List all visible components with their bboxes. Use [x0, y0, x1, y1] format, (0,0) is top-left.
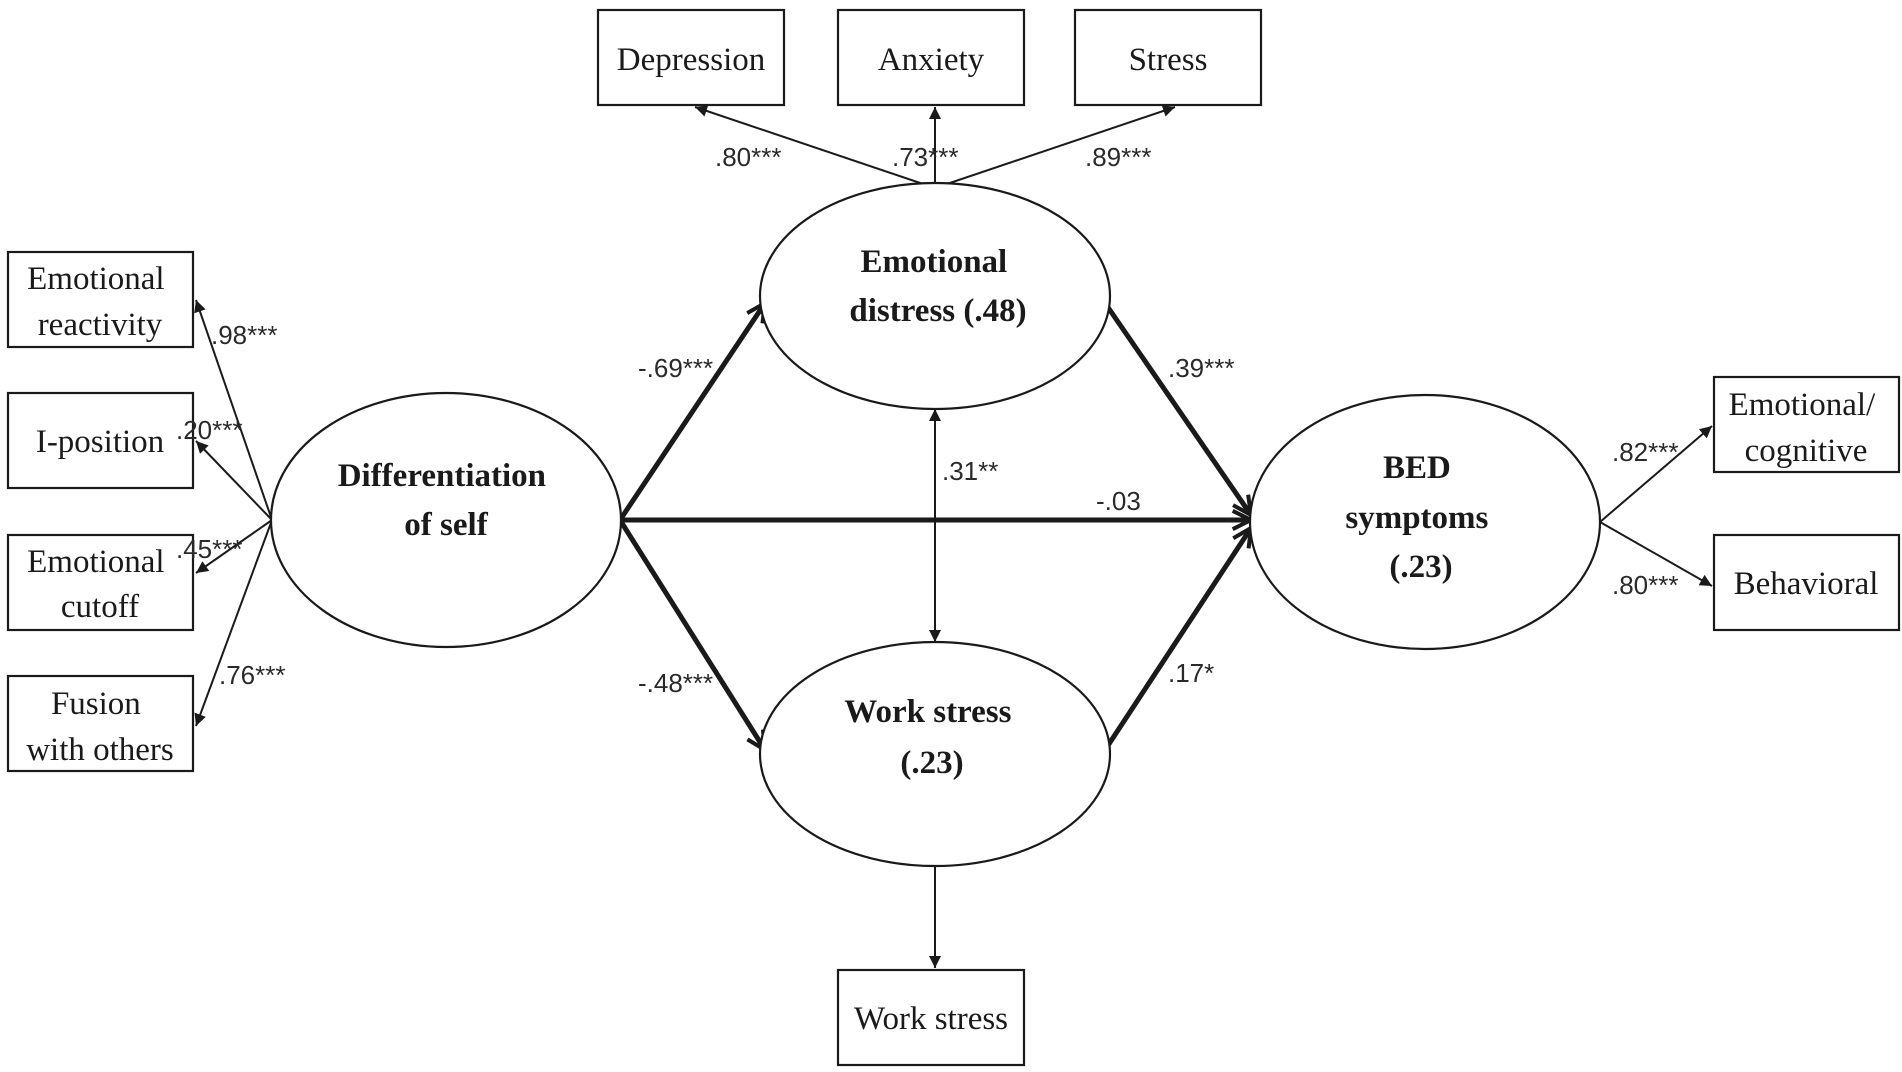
latent-emotional-distress-label: Emotional distress (.48) [849, 244, 1026, 329]
covariance-label-distress-work: .31** [942, 456, 998, 486]
path-label-diff-to-bed: -.03 [1096, 486, 1141, 516]
indicator-stress: Stress [1073, 8, 1263, 107]
indicator-anxiety: Anxiety [836, 8, 1026, 107]
indicator-emotional-cutoff: Emotional cutoff [6, 533, 195, 632]
latent-bed-symptoms-label: BED symptoms (.23) [1345, 450, 1496, 585]
indicator-behavioral-label: Behavioral [1734, 566, 1879, 602]
indicator-behavioral: Behavioral [1712, 533, 1901, 632]
indicator-fusion-with-others-label: Fusion with others [26, 686, 174, 768]
latent-bed-symptoms: BED symptoms (.23) [1248, 393, 1602, 651]
path-label-diff-to-work: -.48*** [638, 668, 713, 698]
indicator-emotional-cognitive: Emotional/ cognitive [1712, 375, 1901, 474]
loading-arrow-i-position [195, 440, 273, 521]
indicator-i-position: I-position [6, 391, 195, 490]
path-label-diff-to-distress: -.69*** [638, 353, 713, 383]
latent-differentiation-of-self: Differentiation of self [269, 391, 623, 649]
path-label-distress-to-bed: .39*** [1168, 353, 1235, 383]
loading-label-fusion: .76*** [219, 660, 286, 690]
indicator-stress-label: Stress [1129, 42, 1208, 78]
loading-label-depression: .80*** [715, 142, 782, 172]
indicator-fusion-with-others: Fusion with others [6, 674, 195, 773]
path-arrow-diff-to-work [617, 518, 765, 750]
indicator-depression: Depression [596, 8, 786, 107]
loading-arrow-stress [934, 105, 1176, 189]
loading-arrow-emotional-cognitive [1599, 425, 1713, 523]
latent-emotional-distress: Emotional distress (.48) [758, 181, 1112, 411]
indicator-depression-label: Depression [617, 42, 765, 78]
loading-label-behavioral: .80*** [1612, 570, 1679, 600]
path-arrow-distress-to-bed [1102, 301, 1251, 515]
loading-arrow-behavioral [1599, 521, 1713, 587]
indicator-i-position-label: I-position [36, 424, 164, 460]
latent-work-stress-label: Work stress (.23) [844, 694, 1019, 781]
loading-arrow-depression [694, 105, 936, 189]
indicator-emotional-reactivity: Emotional reactivity [6, 250, 195, 349]
indicator-anxiety-label: Anxiety [878, 42, 985, 78]
indicator-work-stress-label: Work stress [854, 1001, 1008, 1037]
loading-label-stress: .89*** [1085, 142, 1152, 172]
indicator-emotional-reactivity-label: Emotional reactivity [27, 261, 173, 343]
latent-work-stress: Work stress (.23) [758, 640, 1112, 868]
path-arrow-work-to-bed [1102, 528, 1251, 752]
loading-label-emotional-reactivity: .98*** [211, 320, 278, 350]
path-arrow-diff-to-distress [617, 303, 765, 522]
path-label-work-to-bed: .17* [1168, 658, 1214, 688]
indicator-work-stress: Work stress [836, 968, 1026, 1067]
loading-arrow-emotional-cutoff [195, 519, 273, 574]
indicator-emotional-cutoff-label: Emotional cutoff [27, 544, 173, 625]
loading-arrow-emotional-reactivity [194, 299, 273, 521]
loading-label-emotional-cutoff: .45*** [176, 534, 243, 564]
loading-arrow-fusion [194, 519, 273, 727]
indicator-emotional-cognitive-label: Emotional/ cognitive [1729, 387, 1884, 469]
loading-label-emotional-cognitive: .82*** [1612, 437, 1679, 467]
loading-label-anxiety: .73*** [892, 142, 959, 172]
latent-differentiation-of-self-label: Differentiation of self [338, 458, 555, 543]
loading-label-i-position: .20*** [176, 415, 243, 445]
